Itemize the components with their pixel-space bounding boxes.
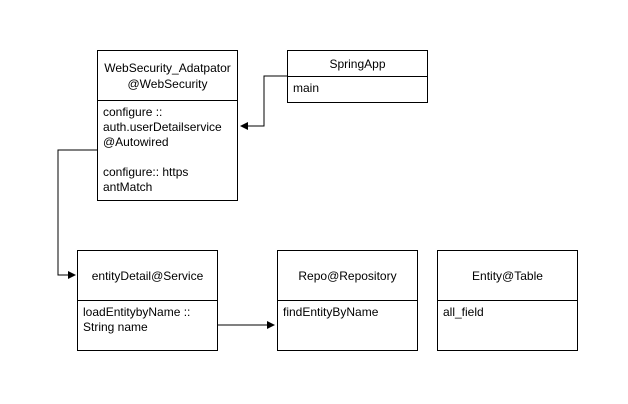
class-repo-repository[interactable]: Repo@Repository findEntityByName bbox=[277, 250, 418, 351]
edge-springapp-to-websecurity bbox=[240, 75, 288, 130]
member-line: configure:: https bbox=[103, 165, 189, 179]
class-title-line: entityDetail@Service bbox=[91, 268, 204, 283]
member-line: loadEntitybyName :: bbox=[83, 305, 191, 319]
class-title-line: Entity@Table bbox=[472, 268, 543, 283]
class-repo-members: findEntityByName bbox=[278, 301, 417, 324]
class-title-line: WebSecurity_Adatpator bbox=[104, 60, 231, 75]
edge-websecurity-to-entitydetail bbox=[57, 149, 98, 279]
member-line: all_field bbox=[443, 305, 484, 319]
class-websecurity-members: configure :: auth.userDetailservice @Aut… bbox=[98, 101, 237, 199]
member-line: findEntityByName bbox=[283, 305, 379, 319]
class-repo-title: Repo@Repository bbox=[278, 251, 417, 301]
class-entity-members: all_field bbox=[438, 301, 577, 324]
class-websecurity-title: WebSecurity_Adatpator @WebSecurity bbox=[98, 51, 237, 101]
member-spacer bbox=[103, 150, 232, 165]
class-title-line: @WebSecurity bbox=[127, 76, 208, 91]
class-title-line: Repo@Repository bbox=[298, 268, 397, 283]
class-springapp-title: SpringApp bbox=[288, 51, 427, 77]
class-entitydetail-title: entityDetail@Service bbox=[78, 251, 217, 301]
member-line: configure :: bbox=[103, 105, 163, 119]
class-springapp[interactable]: SpringApp main bbox=[287, 50, 428, 103]
class-entity-title: Entity@Table bbox=[438, 251, 577, 301]
class-entity-table[interactable]: Entity@Table all_field bbox=[437, 250, 578, 351]
member-line: main bbox=[293, 81, 320, 95]
class-springapp-members: main bbox=[288, 77, 427, 100]
class-websecurity-adaptor[interactable]: WebSecurity_Adatpator @WebSecurity confi… bbox=[97, 50, 238, 201]
member-line: antMatch bbox=[103, 180, 153, 194]
member-line: @Autowired bbox=[103, 135, 169, 149]
member-line: auth.userDetailservice bbox=[103, 120, 222, 134]
class-entitydetail-members: loadEntitybyName :: String name bbox=[78, 301, 217, 339]
member-line: String name bbox=[83, 320, 148, 334]
class-title-line: SpringApp bbox=[329, 56, 386, 71]
class-entitydetail-service[interactable]: entityDetail@Service loadEntitybyName ::… bbox=[77, 250, 218, 351]
